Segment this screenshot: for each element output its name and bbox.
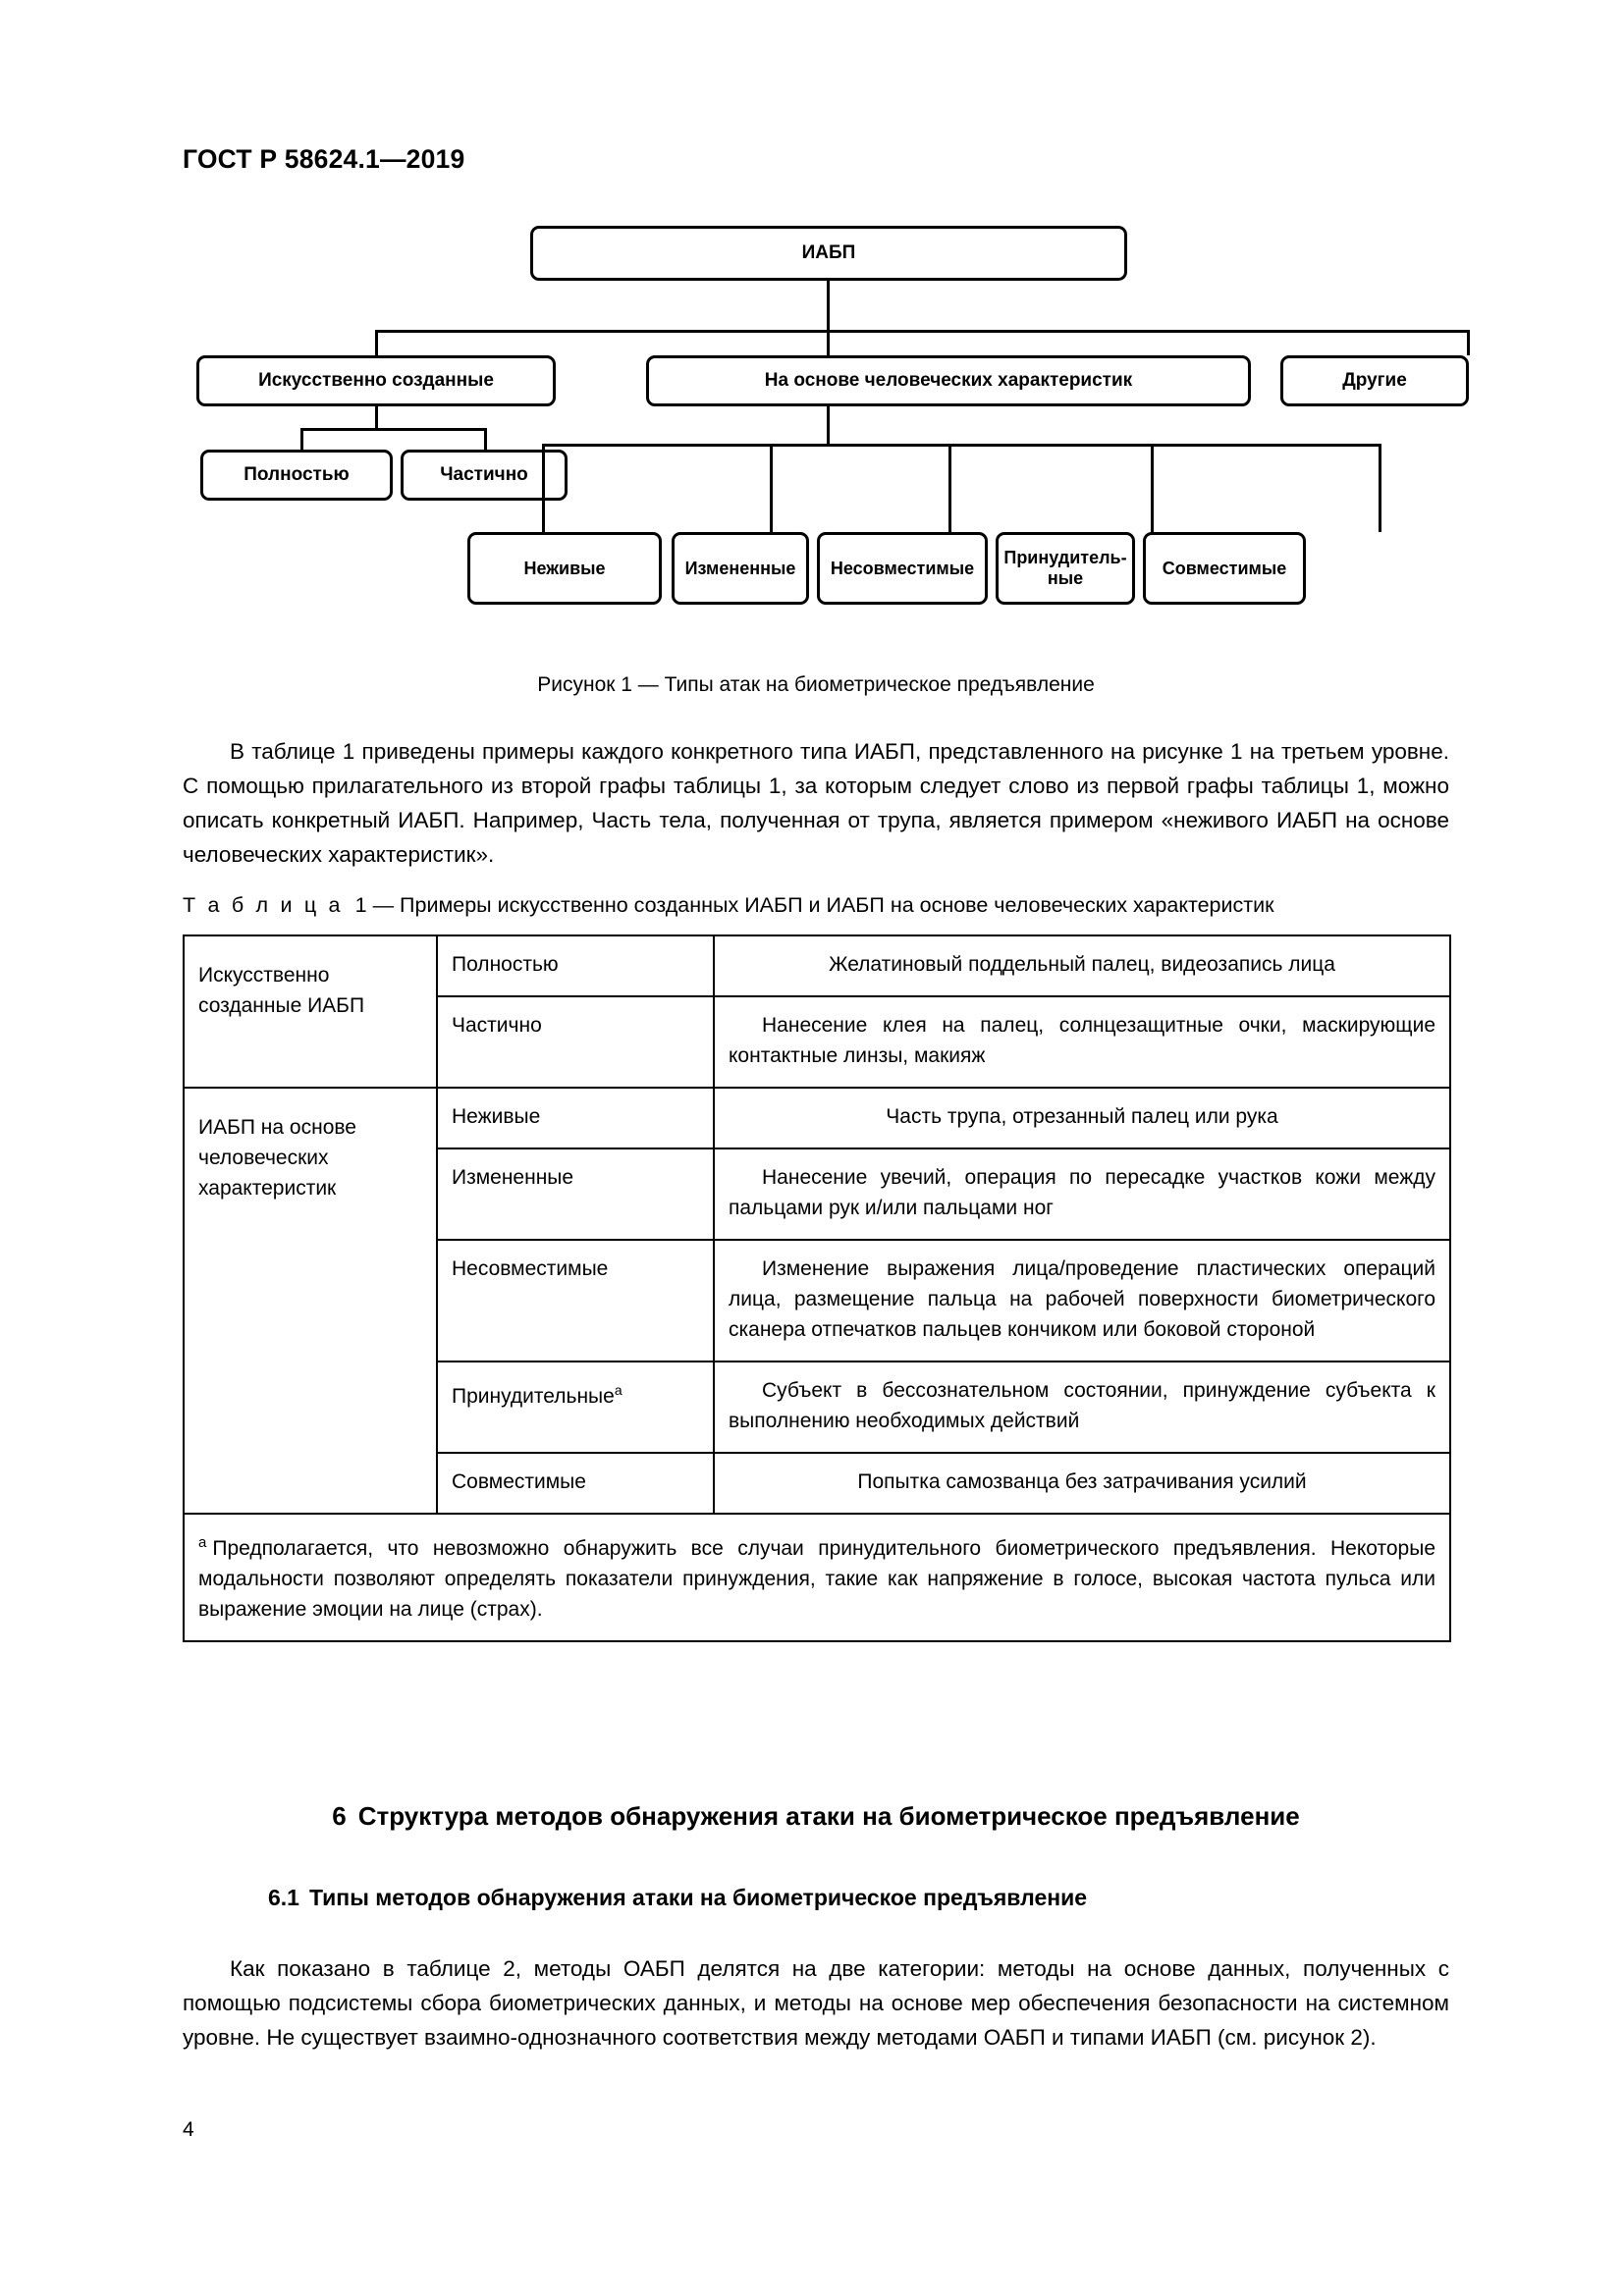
table-group-label-human: ИАБП на основе человеческих характеристи… (183, 1087, 438, 1515)
diagram-node-human-characteristics: На основе человеческих характеристик (646, 355, 1251, 406)
figure-1-diagram: ИАБП Искусственно созданные На основе че… (183, 218, 1479, 650)
table-cell-type: Совместимые (436, 1452, 715, 1515)
section-6-title: Структура методов обнаружения атаки на б… (357, 1801, 1300, 1831)
table-group-label-artificial: Искусственно созданные ИАБП (183, 934, 438, 1089)
section-6-1-title: Типы методов обнаружения атаки на биомет… (308, 1885, 1088, 1910)
connector-level3-bus (300, 428, 487, 431)
table-caption-text: — Примеры искусственно созданных ИАБП и … (372, 893, 1274, 917)
connector-level3-drop-a (300, 428, 303, 450)
table-row: Несовместимые Изменение выражения лица/п… (184, 1239, 1451, 1362)
diagram-node-conformant: Совместимые (1143, 532, 1306, 605)
connector-level4-bus (542, 444, 1381, 447)
connector-level2-drop-mid (827, 330, 830, 355)
connector-level4-drop-d (1151, 444, 1154, 532)
page-number: 4 (183, 2118, 194, 2141)
table-row: ИАБП на основе человеческих характеристи… (183, 1087, 1451, 1515)
connector-artificial-stem (375, 406, 378, 428)
paragraph-section-6-1-text: Как показано в таблице 2, методы ОАБП де… (183, 1956, 1449, 2050)
table-cell-examples: Изменение выражения лица/проведение плас… (713, 1239, 1451, 1362)
paragraph-after-figure: В таблице 1 приведены примеры каждого ко… (183, 734, 1449, 872)
connector-level4-drop-b (770, 444, 773, 532)
diagram-node-root: ИАБП (530, 226, 1127, 281)
table-1: Искусственно созданные ИАБП Полностью Же… (183, 934, 1451, 1642)
paragraph-section-6-1: Как показано в таблице 2, методы ОАБП де… (183, 1951, 1449, 2055)
table-cell-type-text: Принудительные (452, 1385, 615, 1408)
connector-human-stem (827, 406, 830, 444)
table-caption-number: 1 (354, 893, 367, 917)
table-row: Измененные Нанесение увечий, операция по… (184, 1148, 1451, 1241)
document-standard-id: ГОСТ Р 58624.1—2019 (183, 144, 465, 174)
table-footnote-marker: a (198, 1534, 207, 1551)
table-cell-type: Частично (436, 995, 715, 1089)
table-1-caption: Т а б л и ц а 1 — Примеры искусственно с… (183, 893, 1449, 918)
diagram-node-lifeless: Неживые (467, 532, 662, 605)
table-cell-type: Измененные (436, 1148, 715, 1241)
connector-level2-drop-left (375, 330, 378, 355)
table-cell-examples-text: Нанесение клея на палец, солнцезащитные … (729, 1014, 1435, 1067)
connector-level4-drop-e (1379, 444, 1381, 532)
connector-root-stem (827, 281, 830, 330)
diagram-node-other: Другие (1280, 355, 1469, 406)
table-cell-type: Полностью (436, 934, 715, 997)
paragraph-after-figure-text: В таблице 1 приведены примеры каждого ко… (183, 739, 1449, 867)
table-cell-type: Принудительныеa (436, 1361, 715, 1454)
table-cell-examples: Желатиновый поддельный палец, видеозапис… (713, 934, 1451, 997)
table-cell-examples-text: Изменение выражения лица/проведение плас… (729, 1257, 1435, 1341)
table-cell-examples-text: Субъект в бессознательном состоянии, при… (729, 1379, 1435, 1432)
figure-1-caption: Рисунок 1 — Типы атак на биометрическое … (537, 673, 1095, 696)
table-row: Частично Нанесение клея на палец, солнце… (184, 995, 1451, 1089)
diagram-node-non-conformant: Несовместимые (817, 532, 988, 605)
section-6-heading: 6 Структура методов обнаружения атаки на … (183, 1801, 1449, 1832)
table-cell-examples: Нанесение клея на палец, солнцезащитные … (713, 995, 1451, 1089)
table-cell-footnote-marker: a (614, 1382, 623, 1398)
table-row: Совместимые Попытка самозванца без затра… (184, 1452, 1451, 1515)
section-6-1-number: 6.1 (268, 1885, 299, 1910)
diagram-node-partially: Частично (401, 450, 568, 501)
table-cell-examples: Субъект в бессознательном состоянии, при… (713, 1361, 1451, 1454)
diagram-node-fully: Полностью (200, 450, 393, 501)
table-row: Принудительныеa Субъект в бессознательно… (184, 1361, 1451, 1454)
table-row: Искусственно созданные ИАБП Полностью Же… (183, 934, 1451, 1089)
table-cell-examples: Часть трупа, отрезанный палец или рука (713, 1087, 1451, 1149)
connector-level4-drop-c (948, 444, 951, 532)
section-6-number: 6 (332, 1801, 347, 1831)
section-6-1-heading: 6.1 Типы методов обнаружения атаки на био… (268, 1885, 1087, 1911)
table-cell-examples: Попытка самозванца без затрачивания усил… (713, 1452, 1451, 1515)
connector-level4-drop-a (542, 444, 545, 532)
connector-level2-bus (375, 330, 1470, 333)
connector-level2-drop-right (1467, 330, 1470, 355)
diagram-node-altered: Измененные (672, 532, 809, 605)
table-cell-type: Несовместимые (436, 1239, 715, 1362)
table-cell-type: Неживые (436, 1087, 715, 1149)
table-cell-examples: Нанесение увечий, операция по пересадке … (713, 1148, 1451, 1241)
table-cell-examples-text: Нанесение увечий, операция по пересадке … (729, 1166, 1435, 1219)
diagram-node-coerced: Принудитель- ные (996, 532, 1135, 605)
table-caption-prefix: Т а б л и ц а (183, 893, 344, 917)
connector-level3-drop-b (484, 428, 487, 450)
diagram-node-artificial: Искусственно созданные (196, 355, 556, 406)
table-footnote-text: Предполагается, что невозможно обнаружит… (198, 1537, 1435, 1621)
